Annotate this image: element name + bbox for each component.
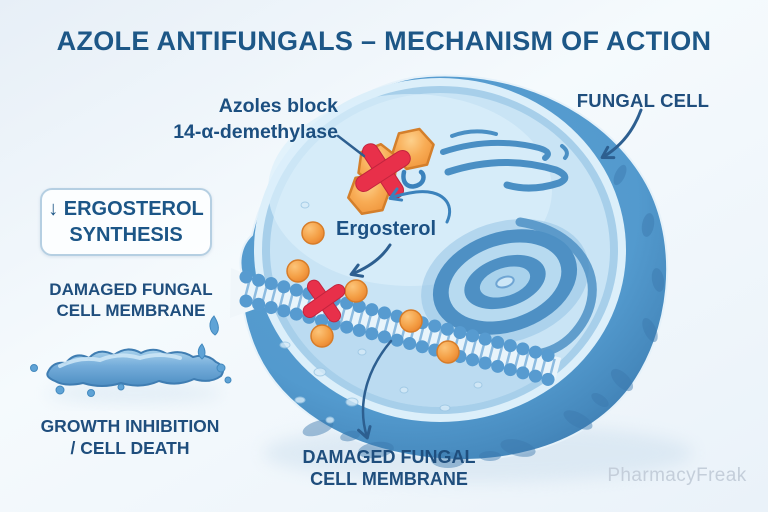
membrane-block-x-icon <box>302 279 346 323</box>
conversion-arrow-icon <box>388 187 452 224</box>
damaged-left-line2: CELL MEMBRANE <box>56 301 206 320</box>
azoles-leader-line <box>336 134 366 158</box>
ergosterol-label: Ergosterol <box>335 218 437 240</box>
watermark: PharmacyFreak <box>607 465 747 486</box>
growth-line2: / CELL DEATH <box>70 438 190 458</box>
damaged-membrane-blob <box>46 348 225 387</box>
annotation-arrows <box>336 108 643 440</box>
damaged-left-line1: DAMAGED FUNGAL <box>49 280 213 299</box>
damaged-membrane-left-label: DAMAGED FUNGAL CELL MEMBRANE <box>35 279 227 321</box>
fungal-cell-arrow <box>600 108 643 160</box>
cytoplasm-speckles <box>279 201 483 424</box>
damaged-bottom-line2: CELL MEMBRANE <box>310 469 468 489</box>
ergosterol-molecules <box>286 221 460 364</box>
ergosterol-box-line2: SYNTHESIS <box>69 224 183 246</box>
u-swoosh-icon <box>401 169 426 189</box>
ergosterol-box-line1: ↓ ERGOSTEROL <box>48 198 204 220</box>
ergosterol-arrow <box>349 243 392 278</box>
azole-block-x-icon <box>355 143 411 199</box>
splash-droplets <box>30 315 232 397</box>
blob-shadow <box>47 383 223 403</box>
golgi-squiggles <box>440 129 569 192</box>
azoles-block-line1: Azoles block <box>218 95 338 117</box>
damaged-membrane-bottom-label: DAMAGED FUNGAL CELL MEMBRANE <box>294 446 484 490</box>
growth-inhibition-label: GROWTH INHIBITION / CELL DEATH <box>30 415 230 459</box>
azoles-block-line2: 14-α-demethylase <box>173 121 338 143</box>
azoles-block-label: Azoles block 14-α-demethylase <box>148 93 338 145</box>
damaged-bottom-line1: DAMAGED FUNGAL <box>302 447 476 467</box>
ergosterol-synthesis-box: ↓ ERGOSTEROL SYNTHESIS <box>40 188 212 256</box>
wall-texture-spots <box>302 164 665 468</box>
fungal-cell-label: FUNGAL CELL <box>576 90 710 111</box>
growth-line1: GROWTH INHIBITION <box>40 416 220 436</box>
membrane-label-arrow <box>357 339 393 440</box>
vacuole-spiral-organelle <box>421 219 589 345</box>
page-title: AZOLE ANTIFUNGALS – MECHANISM OF ACTION <box>56 26 712 56</box>
